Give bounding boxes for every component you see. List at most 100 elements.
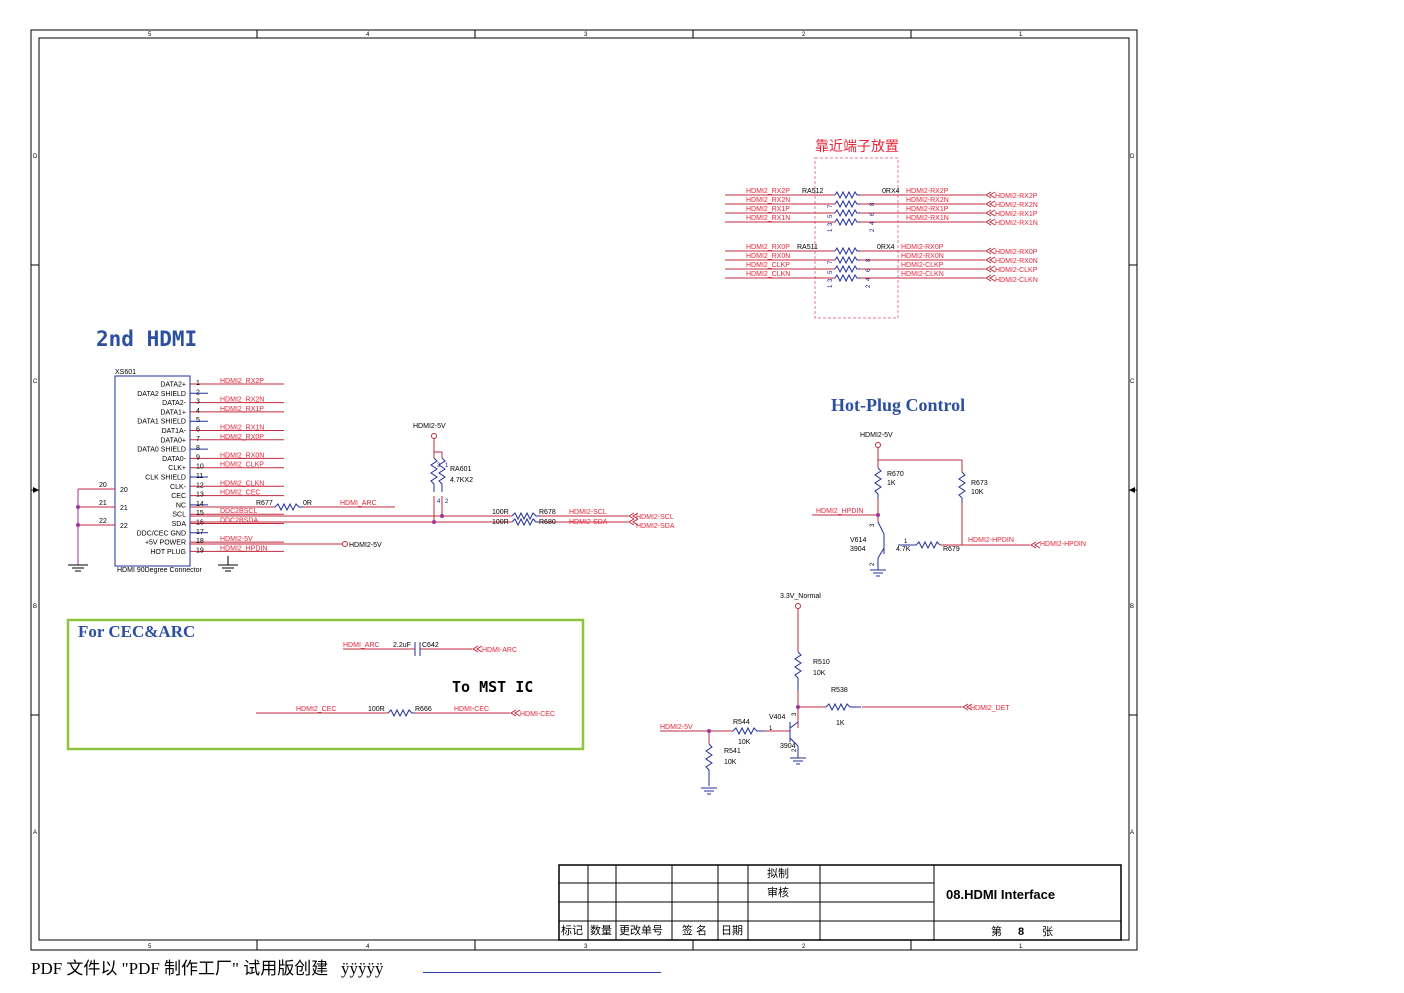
detect-in-net: HDMI2-5V xyxy=(660,724,693,731)
ra511-port-0: HDMI2-RX0P xyxy=(995,249,1038,256)
r678-ref: R678 xyxy=(539,509,556,516)
r544-value: 10K xyxy=(738,739,751,746)
r541-ref: R541 xyxy=(724,748,741,755)
r677-value: 0R xyxy=(303,500,312,507)
cec-arc-port: HDMI-ARC xyxy=(482,647,517,654)
shield-pin-22-inner: 22 xyxy=(120,523,128,530)
zone-right-a: A xyxy=(1130,830,1134,836)
pin-number: 16 xyxy=(196,520,204,527)
cec-section-title: For CEC&ARC xyxy=(78,622,195,641)
zone-right-b: B xyxy=(1130,604,1134,610)
pin-name: DATA2- xyxy=(162,400,187,407)
pin-name: HOT PLUG xyxy=(150,549,186,556)
ra511-out-2: HDMI2-CLKP xyxy=(901,262,944,269)
ra511-out-3: HDMI2-CLKN xyxy=(901,271,944,278)
placement-note: 靠近端子放置 xyxy=(815,138,899,154)
ra512-in-2: HDMI2_RX1P xyxy=(746,206,790,213)
scl-port: HDMI2-SCL xyxy=(636,514,674,521)
r680-value: 100R xyxy=(492,519,509,526)
v614-value: 3904 xyxy=(850,546,866,553)
cec-arc-in: HDMI_ARC xyxy=(343,642,380,649)
pin-number: 15 xyxy=(196,510,204,517)
svg-text:2: 2 xyxy=(792,748,798,752)
ra511-in-0: HDMI2_RX0P xyxy=(746,244,790,251)
zone-left-b: B xyxy=(33,604,37,610)
zone-bottom-3: 3 xyxy=(584,944,588,950)
tb-check: 审核 xyxy=(767,885,789,899)
pin-name: CLK- xyxy=(170,484,187,491)
svg-text:4: 4 xyxy=(870,221,876,225)
ra511-value: 0RX4 xyxy=(877,244,895,251)
pin-name: DATA1 SHIELD xyxy=(137,419,186,426)
shield-pin-21-inner: 21 xyxy=(120,505,128,512)
tb-title: 08.HDMI Interface xyxy=(946,887,1055,902)
cec-net: HDMI-CEC xyxy=(454,706,489,713)
pin-net-label: HDMI2_RX1P xyxy=(220,406,264,413)
svg-text:3: 3 xyxy=(437,463,441,469)
ra511-ref: RA511 xyxy=(797,244,818,251)
svg-text:3: 3 xyxy=(870,523,876,527)
pin-name: SDA xyxy=(172,521,187,528)
svg-text:2: 2 xyxy=(866,284,872,288)
series-resistor-arrays: 7 5 3 1 8 6 4 2 7 5 3 1 8 6 4 2 RA512 0R… xyxy=(725,157,1038,319)
pin-number: 11 xyxy=(196,473,203,480)
ra512-port-1: HDMI2-RX2N xyxy=(995,202,1038,209)
pin-net-label: HDMI2_RX0P xyxy=(220,434,264,441)
zone-top-1: 1 xyxy=(1019,32,1023,38)
pin-name: NC xyxy=(176,502,186,509)
pin-net-label: HDMI2_CLKP xyxy=(220,462,264,469)
pin-number: 8 xyxy=(196,445,200,452)
ra511-port-2: HDMI2-CLKP xyxy=(995,267,1038,274)
tb-col-qty: 数量 xyxy=(590,924,612,937)
r678-value: 100R xyxy=(492,509,509,516)
v614-ref: V614 xyxy=(850,537,866,544)
pin-name: DATA0+ xyxy=(160,437,186,444)
svg-text:7: 7 xyxy=(828,260,834,264)
pdf-footer-text: PDF 文件以 "PDF 制作工厂" 试用版创建 ÿÿÿÿÿ xyxy=(31,959,384,978)
pin-net-label: HDMI2_HPDIN xyxy=(220,545,267,552)
tb-col-change: 更改单号 xyxy=(619,923,663,937)
pin-name: DATA2 SHIELD xyxy=(137,391,186,398)
ra512-port-3: HDMI2-RX1N xyxy=(995,220,1038,227)
tb-sheet-pre: 第 xyxy=(991,924,1002,938)
ra512-in-1: HDMI2_RX2N xyxy=(746,197,790,204)
pin-net-label: HDMI2_RX0N xyxy=(220,452,264,459)
pin-name: DDC/CEC GND xyxy=(137,530,186,537)
svg-text:8: 8 xyxy=(866,258,872,262)
r538-ref: R538 xyxy=(831,687,848,694)
pin-number: 2 xyxy=(196,389,200,396)
svg-text:6: 6 xyxy=(866,268,872,272)
svg-text:1: 1 xyxy=(445,463,449,469)
zone-top-5: 5 xyxy=(148,32,152,38)
ra512-ref: RA512 xyxy=(802,188,824,195)
r510-ref: R510 xyxy=(813,659,830,666)
pin-number: 12 xyxy=(196,482,204,489)
pin-name: CLK SHIELD xyxy=(145,475,186,482)
connector-name: HDMI 90Degree Connector xyxy=(117,567,202,574)
tb-col-mark: 标记 xyxy=(561,923,583,937)
shield-pin-22: 22 xyxy=(99,518,107,525)
ddc-power-label: HDMI2-5V xyxy=(413,423,446,430)
r670-ref: R670 xyxy=(887,471,904,478)
ra601-value: 4.7KX2 xyxy=(450,477,473,484)
svg-text:8: 8 xyxy=(870,202,876,206)
svg-text:1: 1 xyxy=(904,539,908,545)
svg-text:3: 3 xyxy=(828,278,834,282)
hotplug-power-label: HDMI2-5V xyxy=(860,432,893,439)
pin-number: 6 xyxy=(196,427,200,434)
svg-text:6: 6 xyxy=(870,212,876,216)
pin-number: 9 xyxy=(196,454,200,461)
pin-number: 5 xyxy=(196,417,200,424)
ra512-out-2: HDMI2-RX1P xyxy=(906,206,949,213)
ra511-port-3: HDMI2-CLKN xyxy=(995,277,1038,284)
detect-section: 3.3V_Normal R510 10K R538 xyxy=(660,593,1010,795)
detect-out-port: HDMI2_DET xyxy=(970,705,1010,712)
ra512-in-0: HDMI2_RX2P xyxy=(746,188,790,195)
hotplug-in-net: HDMI2_HPDIN xyxy=(816,508,863,515)
svg-text:2: 2 xyxy=(445,499,449,505)
r541-value: 10K xyxy=(724,759,737,766)
ra512-in-3: HDMI2_RX1N xyxy=(746,215,790,222)
pin-net-label: HDMI2_CEC xyxy=(220,490,260,497)
svg-text:4: 4 xyxy=(437,499,441,505)
